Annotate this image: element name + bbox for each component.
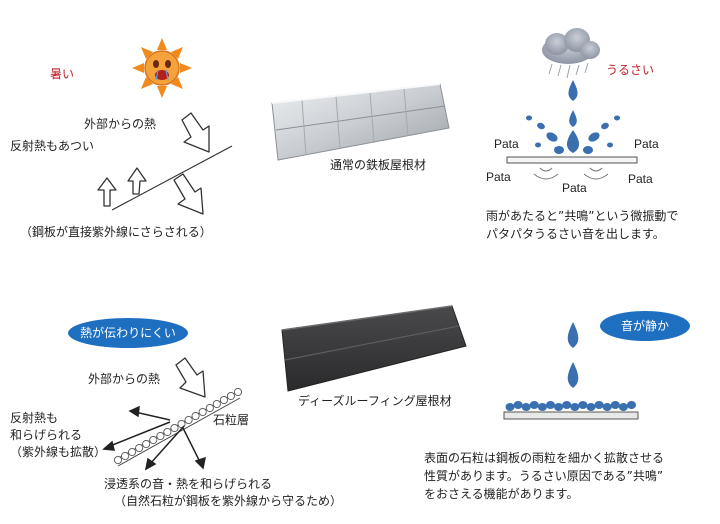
- incoming-heat-arrow-2: [175, 357, 206, 398]
- vibrating-plate: [506, 156, 638, 164]
- transmitted-heat-arrow: [173, 173, 204, 215]
- surface-pebble: [521, 403, 531, 411]
- quiet-plate: [503, 411, 639, 420]
- sun-icon: [132, 38, 192, 98]
- rain-drops-top: [568, 80, 578, 127]
- uv-note: （鋼板が直接紫外線にさらされる）: [20, 225, 212, 239]
- quiet-description-line1: 表面の石粒は鋼板の雨粒を細かく拡散させる: [424, 451, 665, 465]
- surface-pebble: [586, 403, 596, 411]
- rain-cloud-icon: [542, 28, 600, 79]
- surface-pebble: [570, 403, 580, 411]
- surface-pebble: [594, 401, 604, 409]
- pata-text-5: Pata: [562, 181, 587, 195]
- steel-roof-caption: 通常の鉄板屋根材: [330, 158, 427, 172]
- rain-drops-bottom: [567, 322, 579, 388]
- stone-granule: [212, 399, 221, 409]
- effect-line1: 浸透系の音・熱を和らげられる: [104, 477, 273, 491]
- stone-granule: [113, 455, 123, 465]
- stone-granule: [219, 395, 228, 405]
- surface-pebble: [627, 401, 636, 409]
- stone-granule: [142, 439, 151, 449]
- effect-line2: （自然石粒が鋼板を紫外線から守るため）: [114, 494, 343, 508]
- quiet-badge: 音が静か: [600, 311, 690, 341]
- surface-pebble: [529, 401, 539, 409]
- low-heat-badge: 熱が伝わりにくい: [68, 318, 188, 348]
- stone-granule: [121, 451, 130, 461]
- stone-granule: [198, 407, 207, 417]
- stone-granule: [191, 411, 200, 421]
- scattered-arrows: [102, 405, 206, 471]
- noisy-label: うるさい: [606, 63, 655, 77]
- reflect-line2: 和らげられる: [10, 428, 83, 442]
- pata-text-1: Pata: [494, 137, 519, 151]
- reflect-line1: 反射熱も: [10, 411, 59, 425]
- pata-text-2: Pata: [634, 137, 659, 151]
- surface-pebble: [513, 401, 523, 409]
- surface-pebble: [618, 403, 628, 411]
- reflected-heat-arrows: [97, 167, 147, 207]
- stone-layer-label: 石粒層: [213, 413, 250, 427]
- vibration-marks: [533, 167, 609, 180]
- noise-description-line2: パタパタうるさい音を出します。: [486, 227, 665, 241]
- surface-pebble: [537, 403, 547, 411]
- stone-granule: [128, 447, 137, 457]
- external-heat-label-2: 外部からの熱: [88, 372, 161, 386]
- external-heat-label: 外部からの熱: [84, 117, 157, 131]
- stone-granule: [233, 387, 243, 397]
- surface-pebble: [505, 403, 515, 411]
- stone-granule: [135, 443, 144, 453]
- pata-text-4: Pata: [628, 172, 653, 186]
- quiet-description-line2: 性質があります。うるさい原因である”共鳴”: [424, 469, 664, 483]
- stone-granule: [170, 423, 179, 433]
- steel-sheet-line: [111, 145, 233, 211]
- reflect-line3: （紫外線も拡散）: [10, 445, 107, 459]
- pata-text-3: Pata: [486, 170, 511, 184]
- stone-granule: [205, 403, 214, 413]
- reflected-heat-label: 反射熱もあつい: [10, 139, 95, 153]
- surface-pebble: [546, 401, 555, 409]
- splash-drops: [526, 115, 620, 154]
- stone-granule: [163, 427, 172, 437]
- stone-granule: [156, 431, 165, 441]
- stone-coated-roof-panel: [281, 305, 467, 392]
- quiet-description-line3: をおさえる機能があります。: [424, 487, 579, 501]
- surface-pebble: [610, 401, 620, 409]
- incoming-heat-arrow: [181, 112, 210, 153]
- surface-pebble: [578, 401, 588, 409]
- surface-pebble: [602, 403, 612, 411]
- stone-granule: [184, 415, 193, 425]
- stone-granule: [226, 391, 235, 401]
- steel-roof-panel: [271, 83, 450, 161]
- surface-pebble: [554, 403, 564, 411]
- stone-roof-caption: ディーズルーフィング屋根材: [298, 394, 452, 408]
- stone-granule: [149, 435, 158, 445]
- noise-description-line1: 雨があたると”共鳴”という微振動で: [486, 209, 679, 223]
- surface-pebble: [562, 401, 572, 409]
- hot-label: 暑い: [50, 67, 75, 81]
- surface-pebbles: [505, 401, 636, 411]
